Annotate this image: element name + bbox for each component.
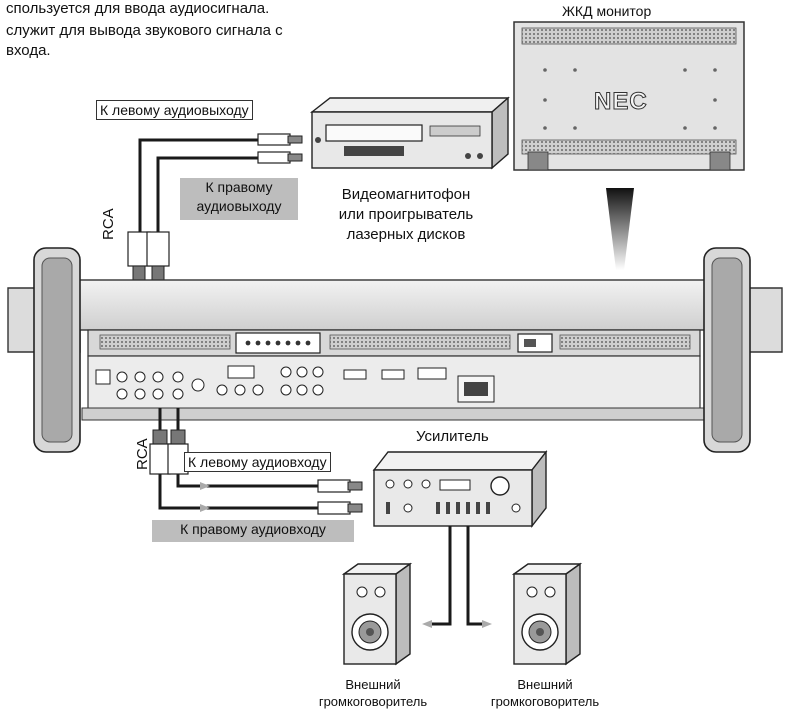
vcr-caption-line-2: или проигрыватель (338, 206, 474, 223)
vcr-caption: Видеомагнитофон или проигрыватель лазерн… (312, 185, 500, 245)
speaker-right-line-1: Внешний (517, 677, 573, 692)
amplifier-label: Усилитель (416, 428, 489, 445)
intro-line-3: входа. (6, 42, 51, 59)
attention-beam (606, 188, 634, 270)
rca-label-bottom: RCA (134, 438, 151, 470)
right-audio-out-line-2: аудиовыходу (196, 198, 282, 214)
rca-label-top: RCA (100, 208, 117, 240)
speaker-left (341, 562, 413, 666)
left-audio-in-label: К левому аудиовходу (184, 452, 331, 472)
speaker-arrows (422, 620, 492, 628)
right-audio-in-label: К правому аудиовходу (152, 520, 354, 542)
stand-left (33, 247, 81, 453)
monitor-rear-panel (7, 279, 783, 421)
speaker-cables (428, 526, 486, 626)
speaker-left-line-2: громкоговоритель (318, 694, 428, 709)
rca-plugs-vcr (257, 133, 303, 164)
vcr-caption-line-1: Видеомагнитофон (341, 186, 471, 203)
cable-arrows (200, 482, 210, 512)
speaker-left-line-1: Внешний (345, 677, 401, 692)
intro-line-2: служит для вывода звукового сигнала с (6, 22, 283, 39)
vcr-caption-line-3: лазерных дисков (346, 226, 466, 243)
speaker-left-caption: Внешний громкоговоритель (312, 676, 434, 710)
intro-line-1: спользуется для ввода аудиосигнала. (6, 0, 270, 17)
right-audio-out-line-1: К правому (205, 179, 273, 195)
rca-plugs-monitor-bottom (149, 429, 189, 475)
amplifier-device (372, 449, 548, 529)
speaker-right-caption: Внешний громкоговоритель (484, 676, 606, 710)
nec-logo: NEC (594, 88, 648, 116)
vcr-device (309, 96, 510, 170)
rca-plugs-amplifier (317, 479, 363, 515)
stand-right (703, 247, 751, 453)
monitor-label: ЖКД монитор (562, 3, 652, 19)
right-audio-out-label: К правому аудиовыходу (180, 178, 298, 220)
rca-plugs-monitor-top (127, 231, 170, 283)
speaker-right (511, 562, 583, 666)
lcd-monitor-rear (513, 21, 745, 171)
speaker-right-line-2: громкоговоритель (490, 694, 600, 709)
left-audio-out-label: К левому аудиовыходу (96, 100, 253, 120)
